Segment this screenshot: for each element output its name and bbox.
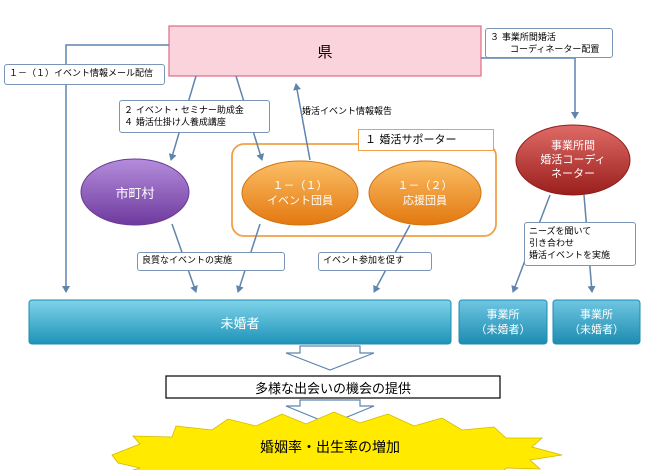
outcome-2-label: 婚姻率・出生率の増加 (260, 440, 400, 456)
event-member-label: １－（１） イベント団員 (267, 179, 333, 207)
singles-bar (28, 299, 452, 345)
down-arrow-2 (285, 399, 375, 425)
callout-matching: ニーズを聞いて 引き合わせ 婚活イベントを実施 (524, 222, 636, 266)
event-member-node (241, 160, 359, 226)
arrow-event-member-to-pref (293, 83, 311, 161)
down-arrow-1 (285, 345, 375, 371)
outcome-box-1 (165, 375, 501, 399)
callout-subsidy: ２ イベント・セミナー助成金 ４ 婚活仕掛け人養成講座 (119, 100, 270, 133)
coordinator-node (515, 124, 631, 196)
office-box-1 (458, 299, 548, 345)
office-1-label: 事業所 （未婚者） (475, 308, 531, 336)
municipality-node (80, 158, 190, 226)
outcome-1-label: 多様な出会いの機会の提供 (254, 381, 411, 397)
municipality-label: 市町村 (115, 186, 155, 202)
outcome-burst (111, 411, 563, 470)
arrow-pref-to-coordinator (481, 57, 579, 119)
callout-coordinator-assign: ３ 事業所間婚活 コーディネーター配置 (485, 28, 613, 58)
callout-event-report: 婚活イベント情報報告 (302, 107, 393, 117)
coordinator-label: 事業所間 婚活コーディ ネーター (540, 139, 606, 180)
support-member-node (368, 160, 482, 226)
supporter-group-label: １ 婚活サポーター (358, 129, 494, 151)
singles-label: 未婚者 (220, 316, 260, 332)
arrow-pref-to-singles (62, 44, 169, 293)
prefecture-label: 県 (317, 42, 333, 61)
office-2-label: 事業所 （未婚者） (569, 308, 624, 336)
office-box-2 (552, 299, 641, 345)
callout-promote-participation: イベント参加を促す (318, 252, 432, 271)
callout-quality-events: 良質なイベントの実施 (137, 252, 285, 271)
support-member-label: １－（２） 応援団員 (397, 179, 453, 207)
prefecture-box (168, 25, 482, 77)
callout-event-mail: １－（１）イベント情報メール配信 (4, 64, 165, 85)
